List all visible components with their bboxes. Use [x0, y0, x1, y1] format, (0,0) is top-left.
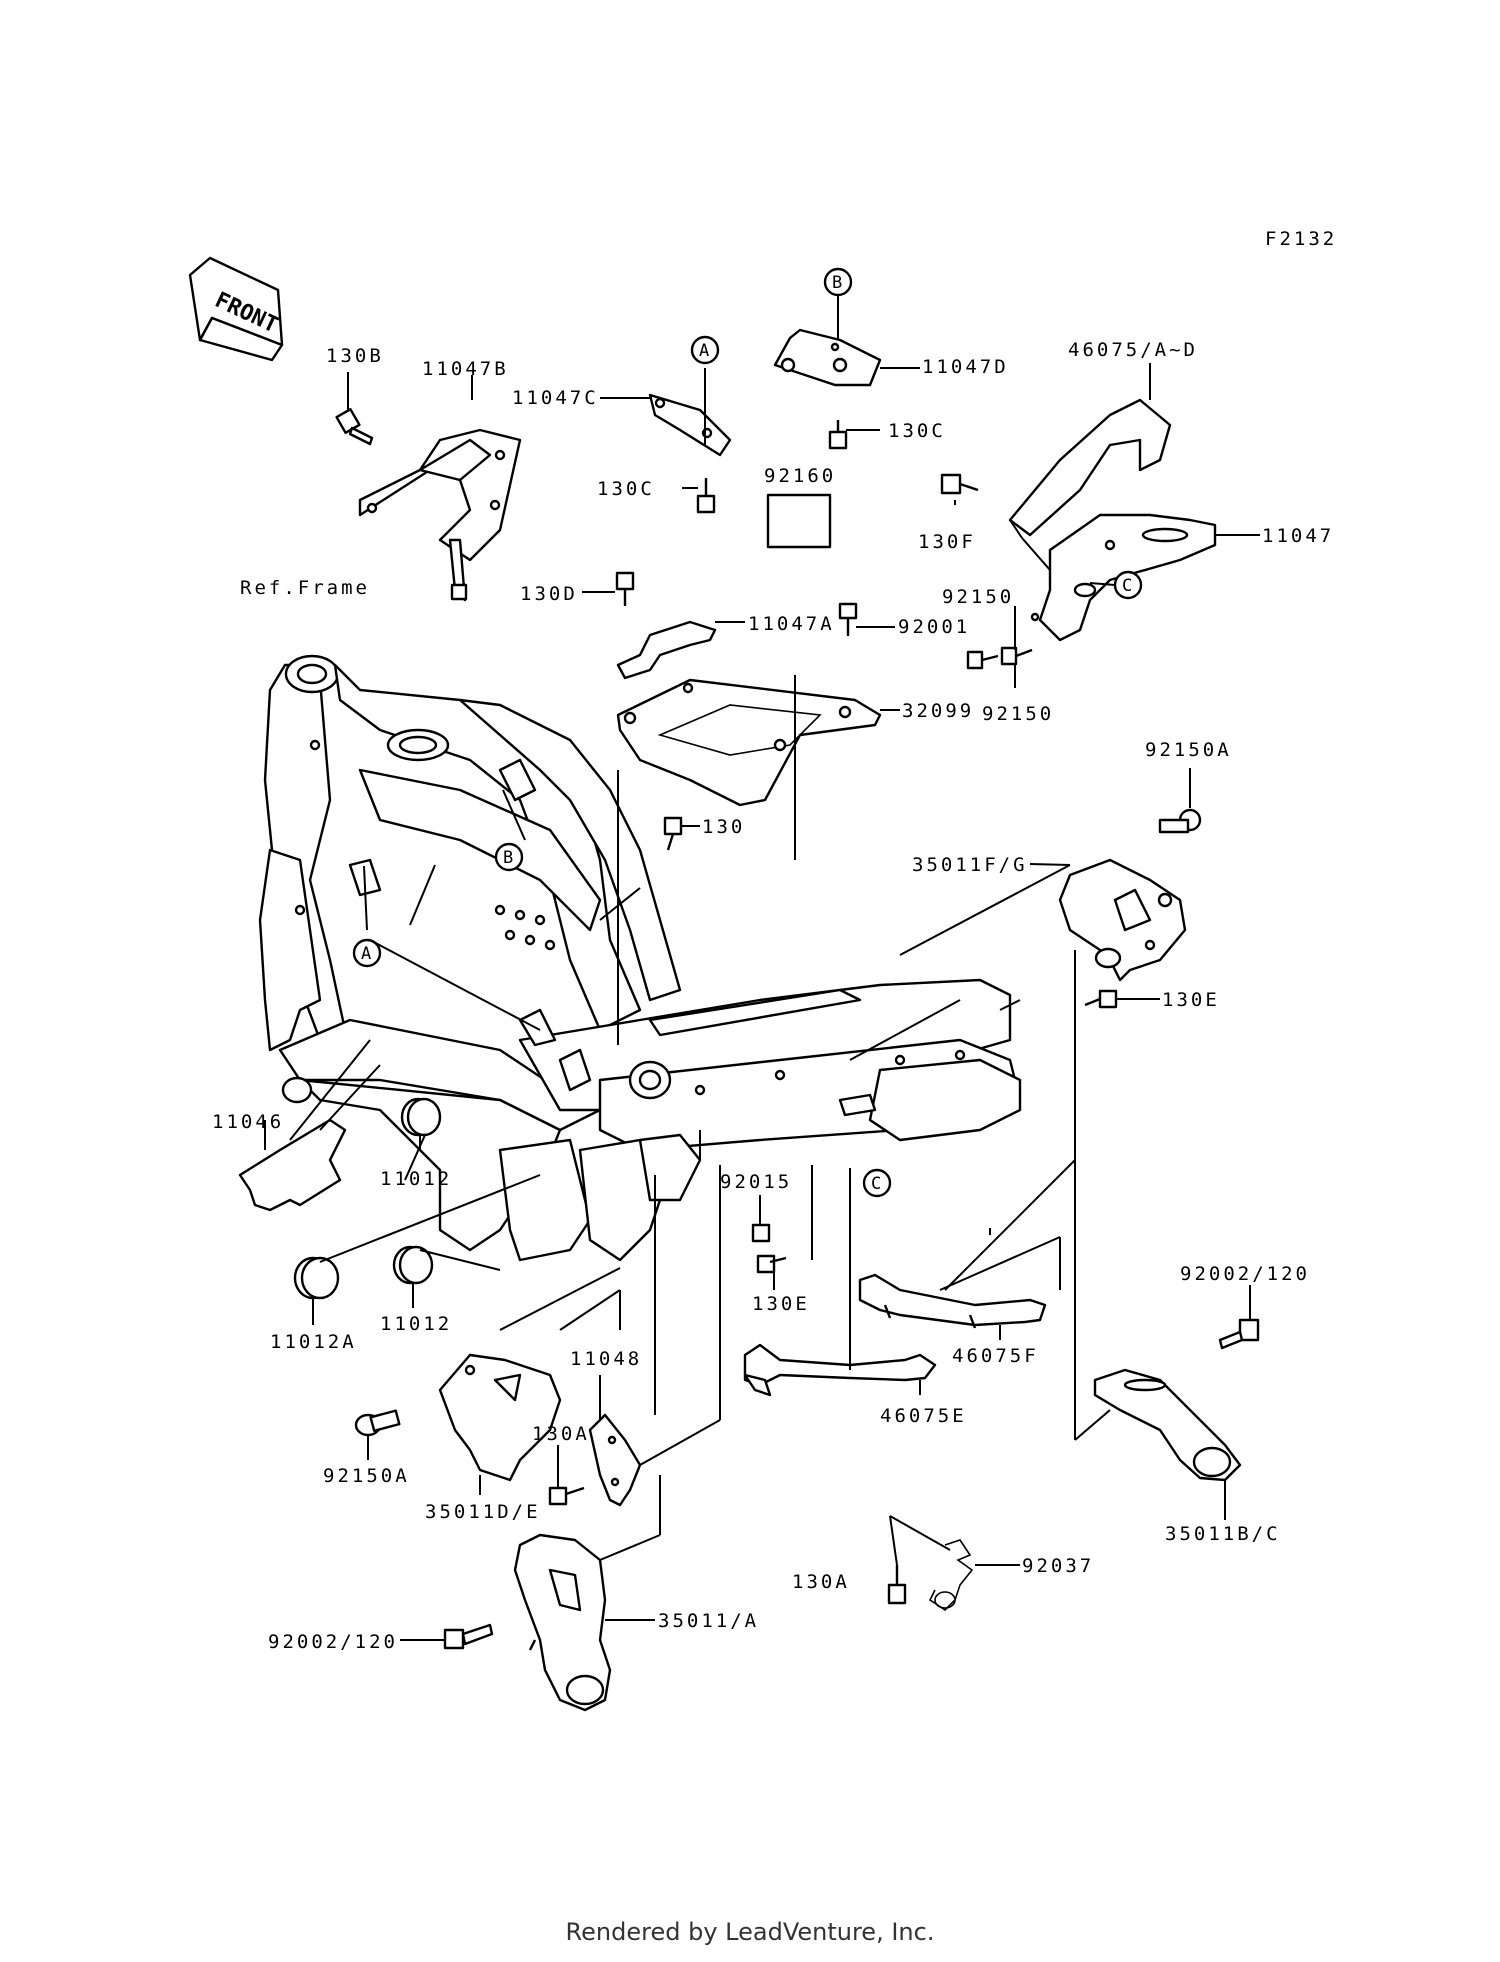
bolt-92002-upper: [1218, 1318, 1260, 1350]
callout-b-frame: B: [494, 842, 524, 872]
label-130c-b: 130C: [888, 420, 946, 442]
bracket-35011bc: [1093, 1368, 1242, 1482]
callout-b-top: B: [823, 267, 853, 297]
bolt-130c-a: [696, 478, 716, 514]
label-92160: 92160: [764, 465, 836, 487]
grommet-11012-lower: [392, 1245, 434, 1285]
label-11047: 11047: [1262, 525, 1334, 547]
label-35011a: 35011/A: [658, 1610, 759, 1632]
label-11046: 11046: [212, 1111, 284, 1133]
label-92002-upper: 92002/120: [1180, 1263, 1310, 1285]
grommet-11012a: [293, 1256, 340, 1300]
bolt-92002-lower: [443, 1623, 494, 1650]
svg-text:C: C: [871, 1174, 881, 1194]
bolt-130a-lower: [887, 1565, 907, 1605]
label-130: 130: [702, 816, 745, 838]
label-32099: 32099: [902, 700, 974, 722]
label-130e-upper: 130E: [1162, 989, 1220, 1011]
main-frame: [258, 654, 1022, 1262]
bolt-130a-upper: [548, 1486, 585, 1506]
label-92150a-upper: 92150A: [1145, 739, 1232, 761]
nut-92150-a: [966, 650, 999, 670]
label-92002-lower: 92002/120: [268, 1631, 398, 1653]
diagram-code: F2132: [1265, 228, 1337, 250]
front-arrow-icon: FRONT: [188, 256, 284, 362]
bracket-35011a: [513, 1533, 612, 1712]
label-46075ad: 46075/A~D: [1068, 339, 1198, 361]
label-92150a-lower: 92150A: [323, 1465, 410, 1487]
label-11047d: 11047D: [922, 356, 1009, 378]
label-11012-lower: 11012: [380, 1313, 452, 1335]
bolt-130e-lower: [756, 1254, 787, 1274]
rail-46075f: [858, 1273, 1047, 1329]
label-130e-lower: 130E: [752, 1293, 810, 1315]
bracket-11047b: [358, 428, 522, 602]
svg-text:B: B: [832, 273, 842, 293]
rail-46075e: [743, 1343, 937, 1397]
ref-frame-label: Ref.Frame: [240, 577, 370, 599]
bracket-35011fg: [1058, 858, 1187, 982]
bracket-35011de: [438, 1353, 562, 1482]
label-92150-a: 92150: [942, 586, 1014, 608]
label-35011fg: 35011F/G: [912, 854, 1028, 876]
svg-text:B: B: [503, 848, 513, 868]
part-labels: Ref.Frame 130B 11047B 11047C 11047D 130C…: [212, 339, 1334, 1653]
bolt-130f: [940, 473, 979, 495]
label-11048: 11048: [570, 1348, 642, 1370]
leader-lines: [264, 285, 1260, 1641]
svg-text:C: C: [1122, 576, 1132, 596]
label-92015: 92015: [720, 1171, 792, 1193]
label-35011de: 35011D/E: [425, 1501, 541, 1523]
label-92001: 92001: [898, 616, 970, 638]
label-130f: 130F: [918, 531, 976, 553]
tray-32099: [616, 678, 882, 807]
nut-92015: [751, 1223, 771, 1243]
label-46075f: 46075F: [952, 1345, 1039, 1367]
bolt-92001: [838, 602, 858, 636]
label-11012-upper: 11012: [380, 1168, 452, 1190]
bracket-11047c: [648, 393, 732, 457]
footer-credit: Rendered by LeadVenture, Inc.: [565, 1918, 935, 1946]
label-130c-a: 130C: [597, 478, 655, 500]
grommet-11012-upper: [400, 1097, 442, 1137]
bolt-130d: [615, 571, 635, 606]
nut-92150-b: [1000, 646, 1033, 666]
label-130d: 130D: [520, 583, 578, 605]
label-35011bc: 35011B/C: [1165, 1523, 1281, 1545]
label-11047c: 11047C: [512, 387, 599, 409]
bolt-130e-upper: [1084, 989, 1118, 1009]
svg-text:A: A: [699, 341, 709, 361]
label-11047b: 11047B: [422, 358, 509, 380]
label-92150-b: 92150: [982, 703, 1054, 725]
label-11047a: 11047A: [748, 613, 835, 635]
label-130b: 130B: [326, 345, 384, 367]
pad-92160: [766, 493, 832, 549]
bolt-130c-b: [828, 420, 848, 450]
label-46075e: 46075E: [880, 1405, 967, 1427]
label-92037: 92037: [1022, 1555, 1094, 1577]
label-130a-lower: 130A: [792, 1571, 850, 1593]
grab-rail-46075: [1008, 398, 1172, 537]
bolt-130b: [335, 408, 374, 446]
label-11012a: 11012A: [270, 1331, 357, 1353]
bracket-11047a: [616, 620, 717, 680]
callout-a-top: A: [690, 335, 720, 365]
svg-text:A: A: [361, 944, 371, 964]
callout-c-top: C: [1113, 570, 1143, 600]
cover-11046: [238, 1118, 347, 1212]
label-130a-upper: 130A: [532, 1423, 590, 1445]
spring-92037: [928, 1539, 974, 1612]
bracket-11047: [1030, 513, 1217, 642]
bolt-92150a-upper: [1158, 808, 1202, 834]
bolt-130: [663, 816, 683, 851]
callout-a-frame: A: [352, 938, 382, 968]
bolt-92150a-lower: [354, 1409, 401, 1437]
bracket-11048: [588, 1413, 642, 1507]
bracket-11047d: [773, 328, 882, 387]
callout-c-frame: C: [862, 1168, 892, 1198]
